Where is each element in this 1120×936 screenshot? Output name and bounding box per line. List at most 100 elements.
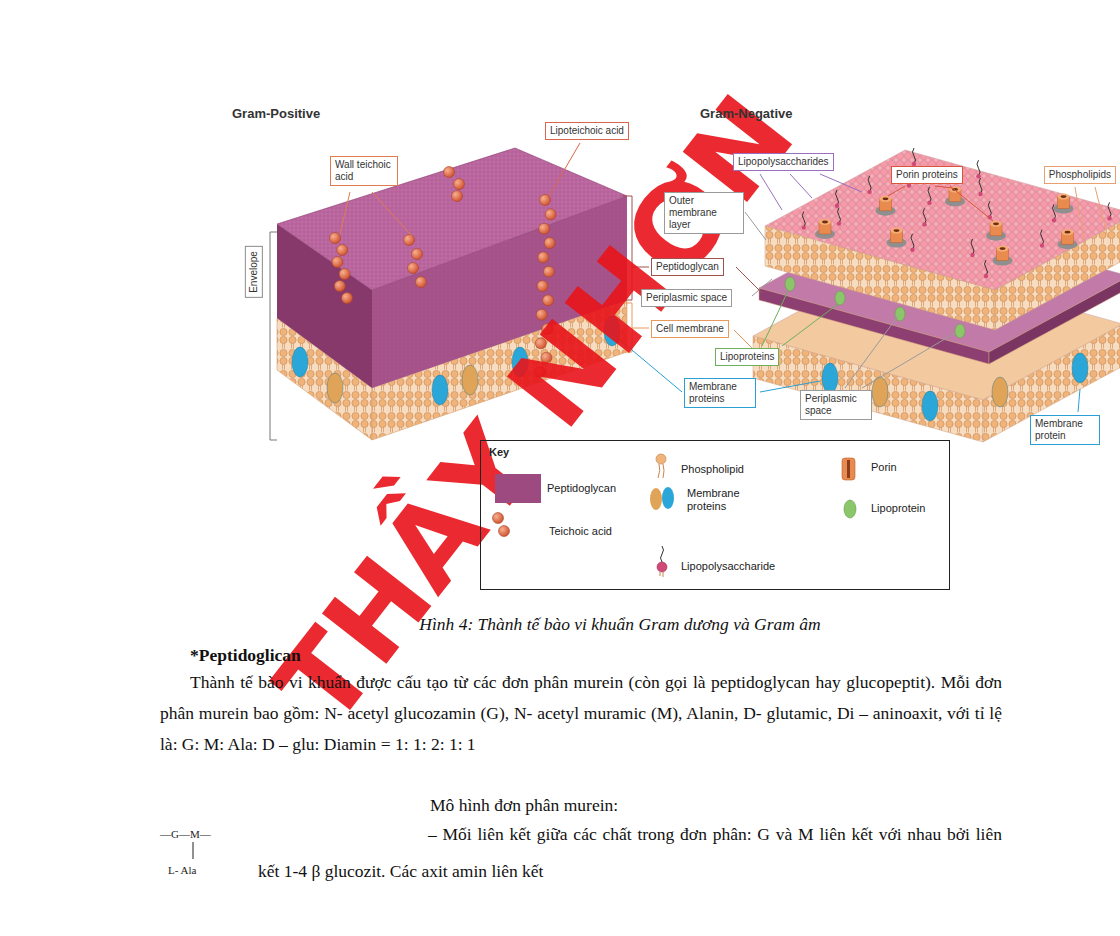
lipoprotein	[785, 277, 795, 291]
membrane-protein-icon	[650, 488, 662, 510]
teichoic-ball	[444, 167, 455, 178]
teichoic-ball	[408, 263, 419, 274]
lps-tail	[913, 148, 916, 164]
lps-head	[907, 183, 911, 187]
label-box: Periplasmic space	[641, 289, 732, 307]
teichoic-ball	[342, 293, 353, 304]
teichoic-ball	[454, 179, 465, 190]
box-text: Porin proteins	[896, 169, 958, 181]
porin-top	[990, 221, 1002, 227]
legend-text: Teichoic acid	[549, 525, 612, 538]
key-box: KeyPeptidoglycanTeichoic acidPhospholipi…	[480, 440, 950, 590]
lps-tail	[977, 160, 980, 176]
legend-text: Membrane proteins	[687, 487, 757, 513]
lps-tail	[911, 234, 914, 250]
panel-title: Gram-Negative	[700, 106, 792, 121]
membrane-protein	[872, 377, 888, 407]
membrane-protein-icon	[662, 487, 674, 509]
lps-head	[835, 204, 839, 208]
leader-line	[1078, 389, 1080, 412]
teichoic-ball	[404, 235, 415, 246]
porin-top	[949, 186, 961, 192]
lps-head	[802, 225, 806, 229]
porin-top	[880, 196, 892, 202]
teichoic-ball	[330, 233, 341, 244]
teichoic-ball	[416, 277, 427, 288]
box-text: Outer membrane layer	[669, 195, 739, 231]
lps-head	[1040, 243, 1044, 247]
teichoic-ball	[412, 249, 423, 260]
lps-head	[910, 248, 914, 252]
label-box: Lipoproteins	[715, 348, 779, 366]
lps-head	[970, 253, 974, 257]
teichoic-ball	[339, 269, 350, 280]
porin-top	[1062, 229, 1074, 235]
lps-icon	[661, 546, 664, 562]
box-text: Peptidoglycan	[656, 261, 719, 273]
lps-head	[867, 190, 871, 194]
membrane-proteins	[292, 277, 1088, 421]
porin-top	[891, 228, 903, 234]
box-text: Lipopolysaccharides	[738, 156, 829, 168]
lps-tail	[979, 178, 982, 194]
lps-head	[976, 174, 980, 178]
legend-text: Porin	[871, 461, 897, 474]
lps-icon	[660, 572, 663, 577]
box-text: Wall teichoic acid	[335, 159, 393, 183]
box-text: Periplasmic space	[805, 393, 867, 417]
bond-line	[193, 842, 194, 859]
leader-line	[762, 291, 838, 346]
box-text: Envelope	[248, 251, 260, 293]
box-text: Key	[489, 446, 509, 459]
porin-channel	[1065, 231, 1071, 234]
lps-tail	[971, 239, 974, 255]
legend-text: Phospholipid	[681, 463, 744, 476]
leader-line	[340, 192, 412, 236]
membrane-protein	[432, 375, 448, 405]
membrane-protein	[992, 377, 1008, 407]
lps-head	[984, 274, 988, 278]
envelope-box: Envelope	[245, 246, 263, 298]
leader-line	[888, 186, 993, 221]
teichoic-ball	[545, 209, 556, 220]
teichoic-ball	[452, 191, 463, 202]
lps-head	[837, 221, 841, 225]
box-text: Cell membrane	[656, 323, 724, 335]
lps-tail	[1108, 202, 1111, 218]
box-text: Phospholipids	[1049, 169, 1111, 181]
lps-icon	[657, 562, 667, 572]
porin-top	[997, 246, 1009, 252]
label-box: Phospholipids	[1044, 166, 1116, 184]
lps-tail	[988, 201, 991, 217]
porin-top	[1058, 194, 1070, 200]
porin-icon	[842, 458, 855, 480]
phospholipid-icon	[658, 464, 664, 478]
label-box: Lipoteichoic acid	[545, 122, 629, 140]
teichoic-ball	[540, 195, 551, 206]
teichoic-ball	[538, 252, 549, 263]
porin-channel	[993, 222, 999, 225]
lps-tail	[836, 190, 839, 206]
porin-channel	[822, 221, 828, 224]
membrane-protein	[922, 391, 938, 421]
label-box: Peptidoglycan	[651, 258, 724, 276]
body-line: Mô hình đơn phân murein:	[430, 794, 618, 816]
phospholipid-icon	[656, 454, 666, 464]
body-paragraph: – Mối liên kết giữa các chất trong đơn p…	[258, 816, 1002, 890]
legend-text: Lipoprotein	[871, 502, 925, 515]
legend-text: Lipopolysaccharide	[681, 560, 775, 573]
box-text: Lipoproteins	[720, 351, 774, 363]
label-box: Membrane protein	[1030, 415, 1100, 445]
label-box: Membrane proteins	[684, 378, 756, 408]
lipoprotein	[955, 324, 965, 338]
label-box: Lipopolysaccharides	[733, 153, 834, 171]
leader-line	[1075, 187, 1108, 246]
porin-channel	[894, 229, 900, 232]
label-box: Periplasmic space	[800, 390, 872, 420]
lps-tail	[838, 208, 841, 224]
panel-title: Gram-Positive	[232, 106, 320, 121]
lps-tail	[928, 187, 931, 203]
outer-membrane-front	[765, 226, 995, 330]
membrane-protein	[327, 373, 343, 403]
